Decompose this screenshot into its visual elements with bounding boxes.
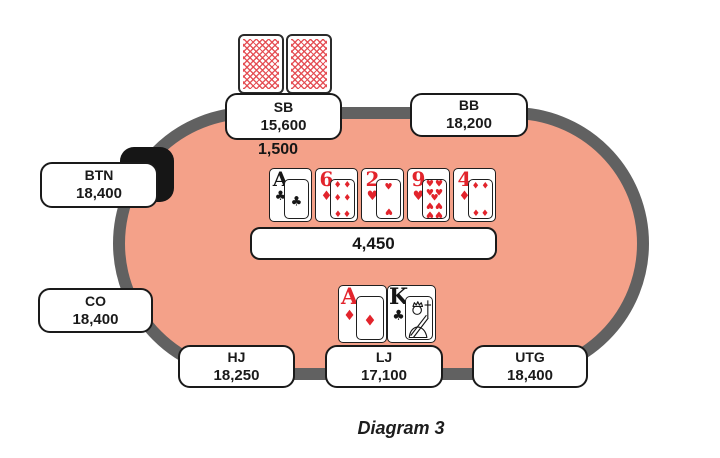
club-pip-icon: ♣ [290,194,303,210]
hero-card: K♣ [387,285,436,343]
diamond-pip-icon: ♦ [333,180,342,191]
diamond-pip-icon: ♦ [333,207,342,218]
card-pip-panel: ♣ [284,179,309,219]
pot-amount: 4,450 [352,233,395,253]
seat-stack-amount: 17,100 [361,366,407,384]
heart-suit-icon: ♥ [366,189,379,204]
seat-position-label: SB [273,98,294,115]
heart-pip-icon: ♥ [435,179,444,190]
heart-pip-icon: ♥ [425,199,434,210]
card-corner-index: K♣ [388,284,409,325]
facedown-card [238,34,284,94]
seat-stack-amount: 18,200 [446,115,492,133]
heart-pip-icon: ♥ [384,205,393,216]
card-rank: 9 [411,167,426,191]
seat-position-label: BTN [84,167,114,184]
seat-position-label: CO [85,292,106,309]
diamond-pip-icon: ♦ [481,206,490,217]
diamond-suit-icon: ♦ [458,189,471,204]
seat-position-label: BB [458,97,480,114]
card-pip-panel: ♦♦♦♦ [468,179,493,219]
board-card: 4♦♦♦♦♦ [453,168,496,222]
hero-hole-cards: A♦♦K♣ [338,285,436,343]
heart-pip-icon: ♥ [425,179,434,190]
heart-pip-icon: ♥ [435,188,444,199]
card-rank: A [340,284,359,310]
seat-stack-amount: 15,600 [260,116,307,134]
card-pip-panel: ♥♥ [376,179,401,219]
diamond-pip-icon: ♦ [471,206,480,217]
board-card: A♣♣ [269,168,312,222]
seat-btn: BTN 18,400 [40,162,158,208]
card-rank: 2 [365,167,380,191]
pot-box: 4,450 [250,227,497,260]
diamond-pip-icon: ♦ [471,181,480,192]
card-pip-panel [405,296,433,340]
diamond-suit-icon: ♦ [320,189,333,204]
heart-pip-icon: ♥ [384,182,393,193]
seat-bb: BB 18,200 [410,93,528,137]
card-rank: 6 [319,167,334,191]
club-suit-icon: ♣ [274,189,287,204]
seat-position-label: HJ [227,348,246,365]
board-card: 6♦♦♦♦♦♦♦ [315,168,358,222]
heart-pip-icon: ♥ [425,188,434,199]
diamond-pip-icon: ♦ [343,207,352,218]
card-corner-index: 2♥ [364,167,381,204]
card-corner-index: A♦ [340,284,359,325]
heart-pip-icon: ♥ [430,193,439,204]
card-pip-panel: ♥♥♥♥♥♥♥♥♥ [422,179,447,219]
diamond-pip-icon: ♦ [343,193,352,204]
heart-pip-icon: ♥ [435,199,444,210]
board-card: 2♥♥♥ [361,168,404,222]
card-pip-panel: ♦ [356,296,384,340]
card-back-pattern-icon [243,39,279,89]
sb-bet-amount: 1,500 [258,141,299,158]
seat-lj: LJ 17,100 [325,345,443,388]
seat-position-label: LJ [375,348,393,365]
heart-pip-icon: ♥ [435,208,444,219]
club-suit-icon: ♣ [392,308,405,325]
card-rank: 4 [457,167,472,191]
diamond-pip-icon: ♦ [343,180,352,191]
diamond-suit-icon: ♦ [343,308,356,325]
card-pip-panel: ♦♦♦♦♦♦ [330,179,355,219]
community-cards: A♣♣6♦♦♦♦♦♦♦2♥♥♥9♥♥♥♥♥♥♥♥♥♥4♦♦♦♦♦ [269,168,496,222]
board-card: 9♥♥♥♥♥♥♥♥♥♥ [407,168,450,222]
heart-pip-icon: ♥ [425,208,434,219]
diamond-pip-icon: ♦ [363,311,377,330]
heart-suit-icon: ♥ [412,189,425,204]
seat-utg: UTG 18,400 [472,345,588,388]
card-corner-index: 4♦ [456,167,473,204]
seat-position-label: UTG [515,348,545,365]
diamond-pip-icon: ♦ [333,193,342,204]
card-back-pattern-icon [291,39,327,89]
seat-sb: SB 15,600 [225,93,342,140]
card-corner-index: 6♦ [318,167,335,204]
seat-stack-amount: 18,400 [76,185,122,203]
diamond-pip-icon: ♦ [481,181,490,192]
seat-hj: HJ 18,250 [178,345,295,388]
seat-stack-amount: 18,250 [213,366,260,384]
seat-stack-amount: 18,400 [72,310,119,328]
king-figure-icon [408,300,432,339]
hero-card: A♦♦ [338,285,387,343]
seat-co: CO 18,400 [38,288,153,333]
card-corner-index: 9♥ [410,167,427,204]
seat-stack-amount: 18,400 [507,366,553,384]
card-rank: K [388,284,409,310]
facedown-card [286,34,332,94]
diagram-caption: Diagram 3 [357,418,445,438]
